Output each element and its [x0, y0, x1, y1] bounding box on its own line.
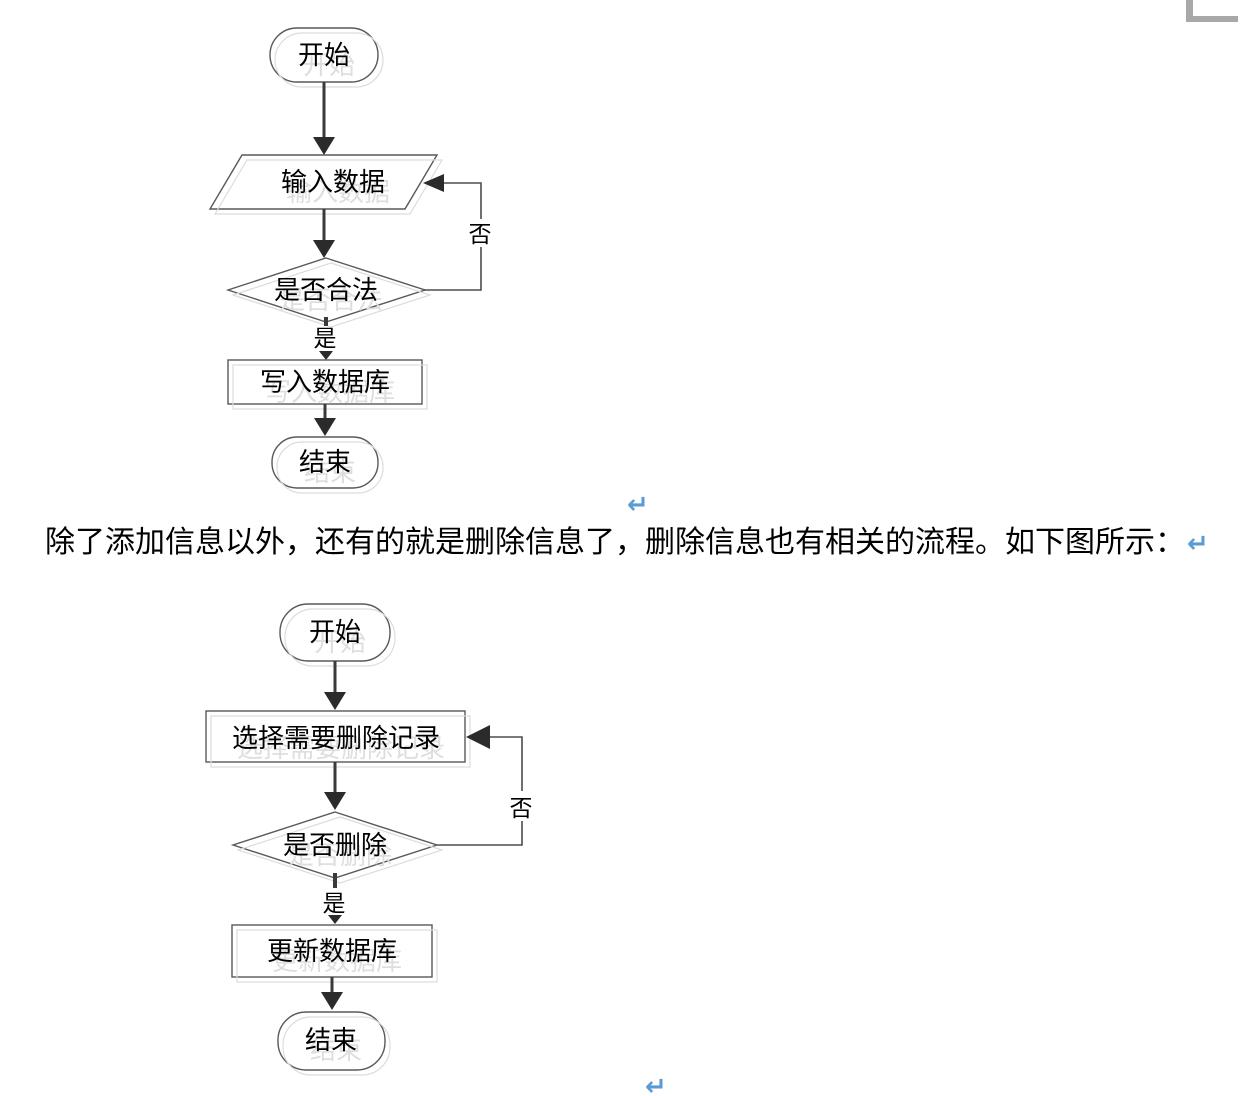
flow2-update-db-label: 更新数据库	[267, 937, 397, 966]
flow1-decision-diamond: 是否合法 是否合法	[225, 257, 432, 328]
flow1-end-terminator: 结束 结束	[271, 436, 384, 494]
flow2-end-shadow-text: 结束	[310, 1036, 362, 1065]
flow2-decision-label: 是否删除	[283, 831, 387, 860]
flow2-no-loop-connector: 否	[437, 725, 537, 846]
flow2-decision-shadow-text: 是否删除	[288, 841, 392, 870]
flow2-connector-start-select	[324, 661, 346, 710]
flow1-connector-input-decision	[313, 209, 335, 258]
flow1-start-shadow-text: 开始	[303, 51, 355, 80]
flow1-end-label: 结束	[299, 448, 351, 477]
flow1-write-db-label: 写入数据库	[260, 368, 390, 397]
flow2-yes-branch: 是	[323, 873, 346, 924]
flow1-yes-branch: 是	[314, 317, 337, 360]
flow1-input-parallelogram: 输入数据 输入数据	[208, 154, 444, 215]
flow1-start-terminator: 开始 开始	[269, 27, 384, 88]
flow2-decision-diamond: 是否删除 是否删除	[230, 811, 444, 884]
flow1-write-db-process: 写入数据库 写入数据库	[227, 359, 428, 410]
flow2-start-shadow-text: 开始	[314, 628, 366, 657]
flow1-no-label: 否	[469, 222, 492, 247]
paragraph-mark-after-second-flowchart: ↵	[645, 1072, 667, 1096]
flow2-start-label: 开始	[309, 618, 361, 647]
flow2-update-db-shadow-text: 更新数据库	[272, 947, 402, 976]
flowchart-add-record: 开始 开始 输入数据 输入数据	[208, 27, 495, 494]
flowchart-delete-record: 开始 开始 选择需要删除记录 选择需要删除记录 否	[205, 603, 537, 1076]
text-boundary-corner-mark-vertical	[1186, 0, 1193, 21]
flow1-connector-write-end	[314, 404, 336, 436]
body-paragraph-text: 除了添加信息以外，还有的就是删除信息了，删除信息也有相关的流程。如下图所示：	[45, 526, 1185, 559]
flow1-no-loop-connector: 否	[423, 174, 495, 291]
flow1-connector-start-input	[313, 82, 335, 155]
body-paragraph: 除了添加信息以外，还有的就是删除信息了，删除信息也有相关的流程。如下图所示：↵	[45, 524, 1209, 562]
flow2-yes-label: 是	[323, 891, 346, 916]
paragraph-mark-after-first-flowchart: ↵	[627, 490, 649, 520]
text-boundary-corner-mark-horizontal	[1186, 16, 1238, 22]
flow2-update-db-process: 更新数据库 更新数据库	[231, 924, 438, 983]
flow2-end-terminator: 结束 结束	[277, 1011, 391, 1076]
flow1-write-db-shadow-text: 写入数据库	[265, 378, 395, 407]
flow1-start-label: 开始	[298, 41, 350, 70]
flow1-input-shadow-text: 输入数据	[286, 178, 390, 207]
flow1-yes-label: 是	[314, 326, 337, 351]
flow2-start-terminator: 开始 开始	[279, 603, 396, 667]
flow2-select-shadow-text: 选择需要删除记录	[237, 734, 445, 763]
paragraph-mark-end-of-paragraph: ↵	[1187, 529, 1209, 559]
flow1-decision-shadow-text: 是否合法	[279, 286, 383, 315]
flow2-connector-update-end	[321, 977, 343, 1010]
flow2-select-process: 选择需要删除记录 选择需要删除记录	[205, 710, 471, 768]
flow2-connector-select-decision	[324, 762, 346, 810]
flow1-decision-label: 是否合法	[274, 276, 378, 305]
flow2-no-label: 否	[510, 796, 533, 821]
flow1-end-shadow-text: 结束	[304, 458, 356, 487]
flow2-end-label: 结束	[305, 1026, 357, 1055]
flow1-input-label: 输入数据	[281, 168, 385, 197]
flow2-select-label: 选择需要删除记录	[232, 724, 440, 753]
